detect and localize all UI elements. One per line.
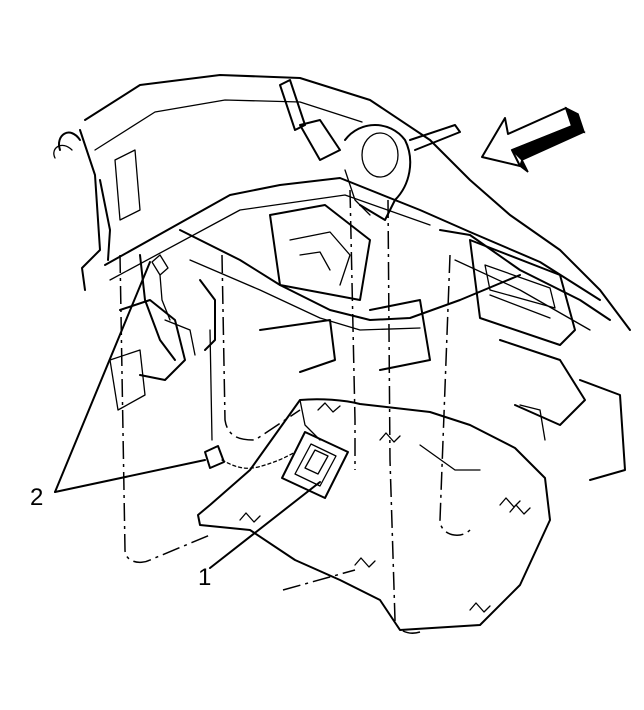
radio-hvac: [469, 239, 626, 481]
left-side-structure: [53, 131, 216, 411]
direction-arrow-icon: [481, 106, 586, 173]
steering-column: [279, 79, 461, 221]
callout-2-label: 2: [30, 484, 43, 511]
callout-1: 1: [198, 481, 321, 591]
callout-1-label: 1: [198, 564, 211, 591]
lower-trim-panel: [197, 398, 551, 631]
alignment-lines: [119, 189, 471, 634]
center-stack: [259, 204, 431, 373]
instrument-panel-frame: [79, 74, 631, 361]
callout-2: 2: [30, 261, 206, 511]
wiring-harness: [151, 254, 296, 469]
